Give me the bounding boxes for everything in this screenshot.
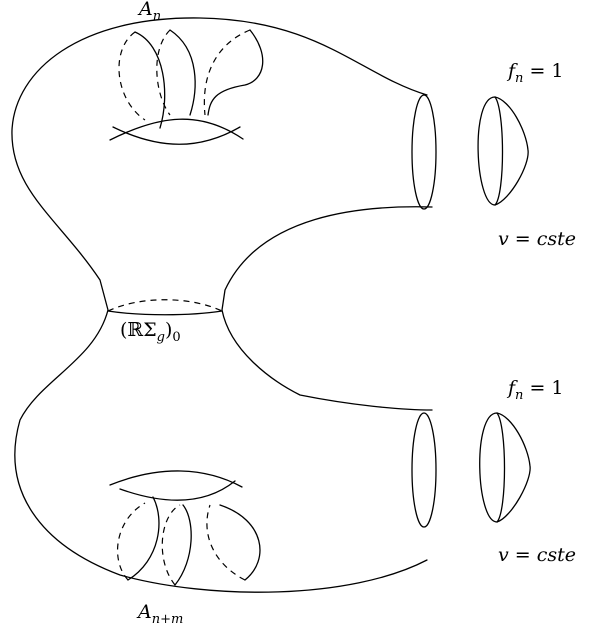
bottom-v-label: v = cste [498, 544, 577, 566]
bottom-lens [109, 470, 243, 501]
bottom-annulus-label: An+m [138, 601, 184, 627]
top-annulus-arcs [118, 29, 264, 129]
top-cap [477, 96, 529, 206]
middle-curve-dashed [107, 299, 223, 312]
bottom-tube-end [411, 412, 437, 528]
bottom-annulus-arcs [116, 496, 261, 586]
top-tube-end [411, 94, 437, 210]
inner-boundary [221, 206, 433, 411]
top-annulus-label: An [139, 0, 162, 24]
top-v-label: v = cste [498, 228, 577, 250]
middle-curve-label: (ℝΣg)0 [120, 319, 181, 345]
bottom-cap [479, 412, 531, 523]
middle-curve-solid [107, 310, 223, 316]
bottom-f-label: fn = 1 [508, 377, 564, 403]
outer-boundary [11, 17, 428, 593]
top-f-label: fn = 1 [508, 60, 564, 86]
top-lens [109, 118, 244, 145]
